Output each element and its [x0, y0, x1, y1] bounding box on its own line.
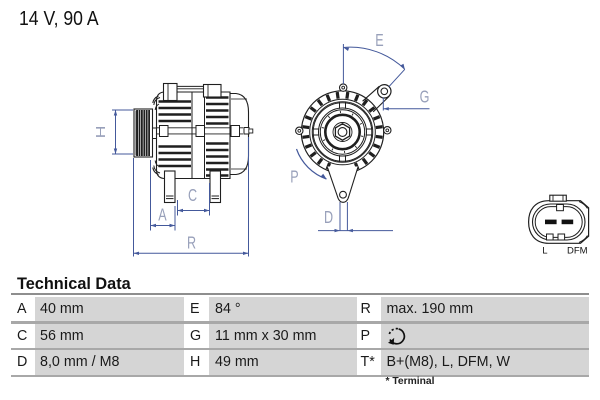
svg-text:A: A [158, 206, 167, 226]
svg-text:G: G [420, 88, 430, 108]
svg-text:DFM: DFM [567, 246, 588, 257]
svg-text:C: C [188, 186, 197, 206]
svg-text:H: H [94, 126, 108, 139]
svg-text:D: D [324, 208, 333, 228]
svg-text:L: L [542, 246, 547, 257]
svg-text:P: P [290, 168, 298, 188]
svg-text:E: E [375, 31, 383, 51]
svg-text:R: R [187, 234, 196, 254]
